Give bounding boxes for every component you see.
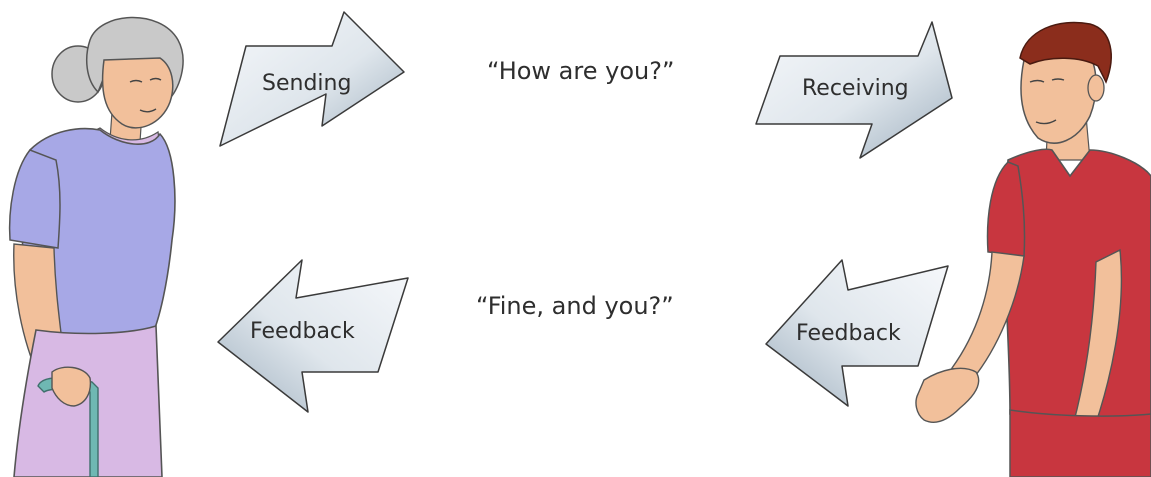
man-sleeve-left (986, 161, 1026, 257)
sending-arrow: Sending (219, 11, 405, 147)
message-reply: “Fine, and you?” (476, 292, 674, 320)
feedback-arrow-left: Feedback (217, 259, 409, 413)
man-figure (915, 21, 1151, 477)
message-question: “How are you?” (487, 57, 675, 85)
man-shirt (1003, 148, 1151, 421)
sending-label: Sending (262, 71, 351, 96)
receiving-label: Receiving (802, 76, 909, 101)
receiving-arrow: Receiving (755, 21, 953, 159)
man-hair (1019, 21, 1112, 84)
man-hand-extended (915, 367, 980, 424)
feedback-arrow-right: Feedback (765, 259, 949, 407)
feedback-right-label: Feedback (796, 321, 901, 346)
feedback-left-label: Feedback (250, 319, 355, 344)
woman-figure (8, 16, 184, 477)
woman-hand (51, 366, 92, 407)
woman-sleeve (8, 149, 61, 249)
woman-face (101, 57, 174, 129)
man-pants (1009, 409, 1151, 477)
cane (37, 377, 99, 477)
woman-skirt (13, 324, 163, 477)
